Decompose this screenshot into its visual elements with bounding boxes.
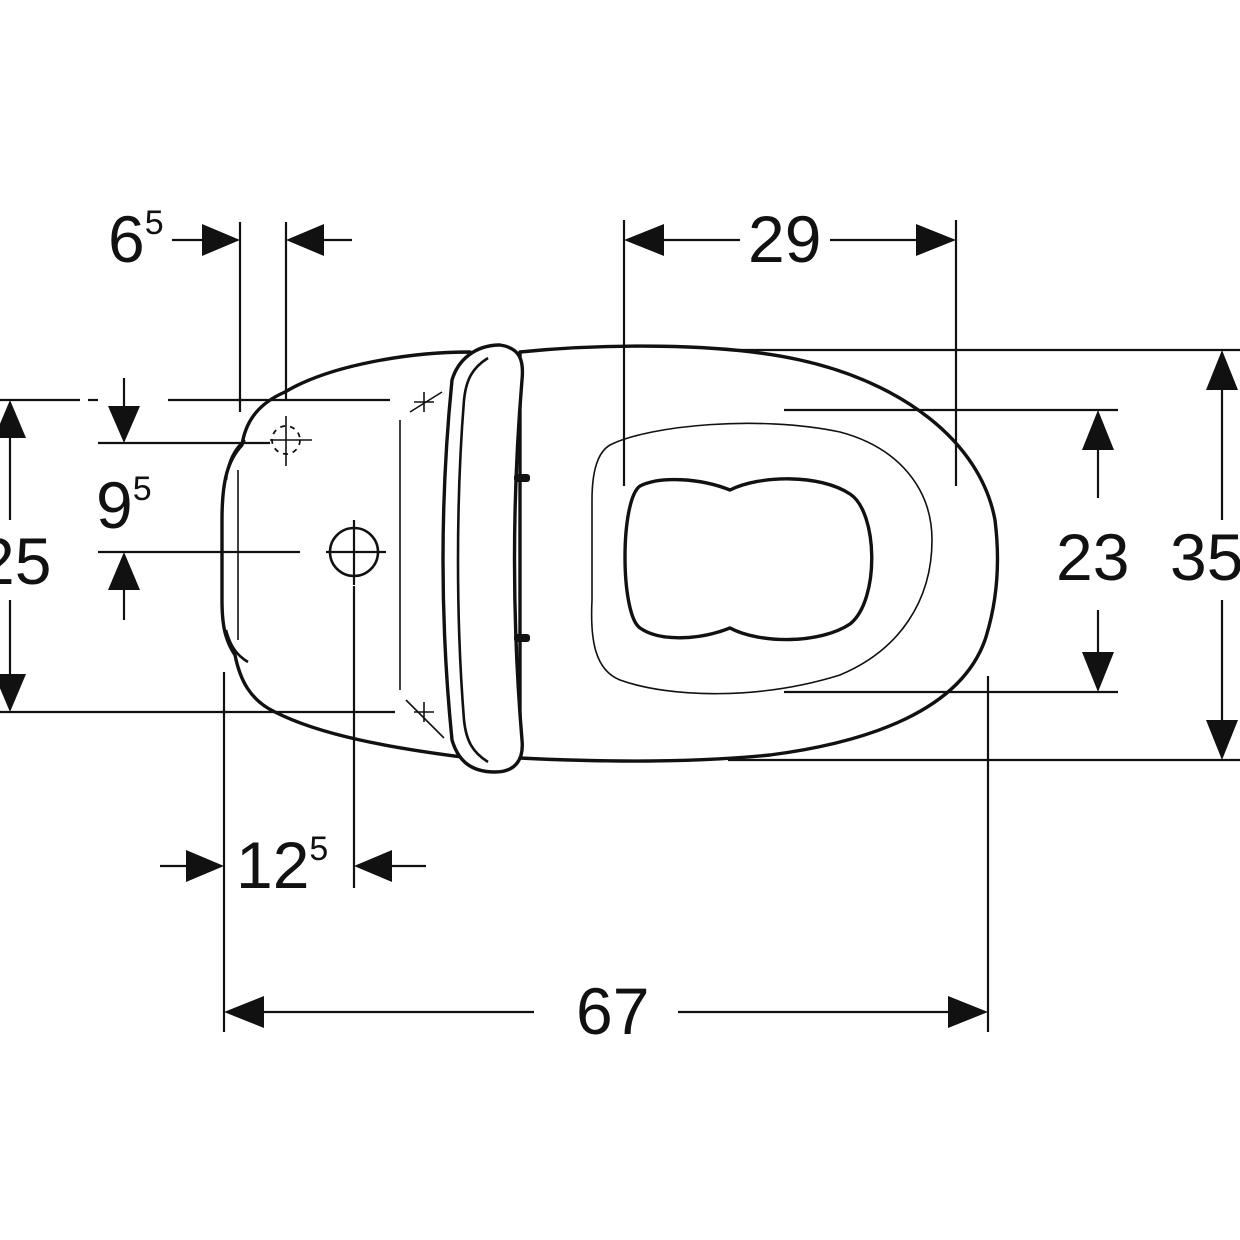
dimension-lines xyxy=(0,220,1240,1032)
hinge-pin-bottom xyxy=(514,634,530,642)
label-mounting-height: 25 xyxy=(0,524,51,598)
label-hole-offset-vertical: 95 xyxy=(96,468,152,542)
label-seat-width: 29 xyxy=(748,202,821,276)
crosshair-bottom-right xyxy=(405,699,445,739)
seat-ring-outline xyxy=(590,422,933,695)
crosshair-top-right xyxy=(409,391,443,413)
rear-notch-bottom xyxy=(224,629,249,664)
toilet-body xyxy=(220,343,1000,774)
bowl-opening xyxy=(623,477,874,642)
dimension-labels: 65 95 25 125 29 23 35 67 xyxy=(0,202,1240,1048)
label-overall-length: 67 xyxy=(576,974,649,1048)
hinge-pin-top xyxy=(514,474,530,482)
label-hole-spacing: 65 xyxy=(108,202,164,276)
label-outlet-offset: 125 xyxy=(236,828,328,902)
rear-body-outline xyxy=(220,350,472,760)
label-overall-width: 35 xyxy=(1170,520,1240,594)
mounting-holes xyxy=(270,391,445,739)
seat-lid-inner xyxy=(456,356,489,764)
label-bowl-inner-width: 23 xyxy=(1056,520,1129,594)
seat-lid-edge xyxy=(441,343,525,774)
